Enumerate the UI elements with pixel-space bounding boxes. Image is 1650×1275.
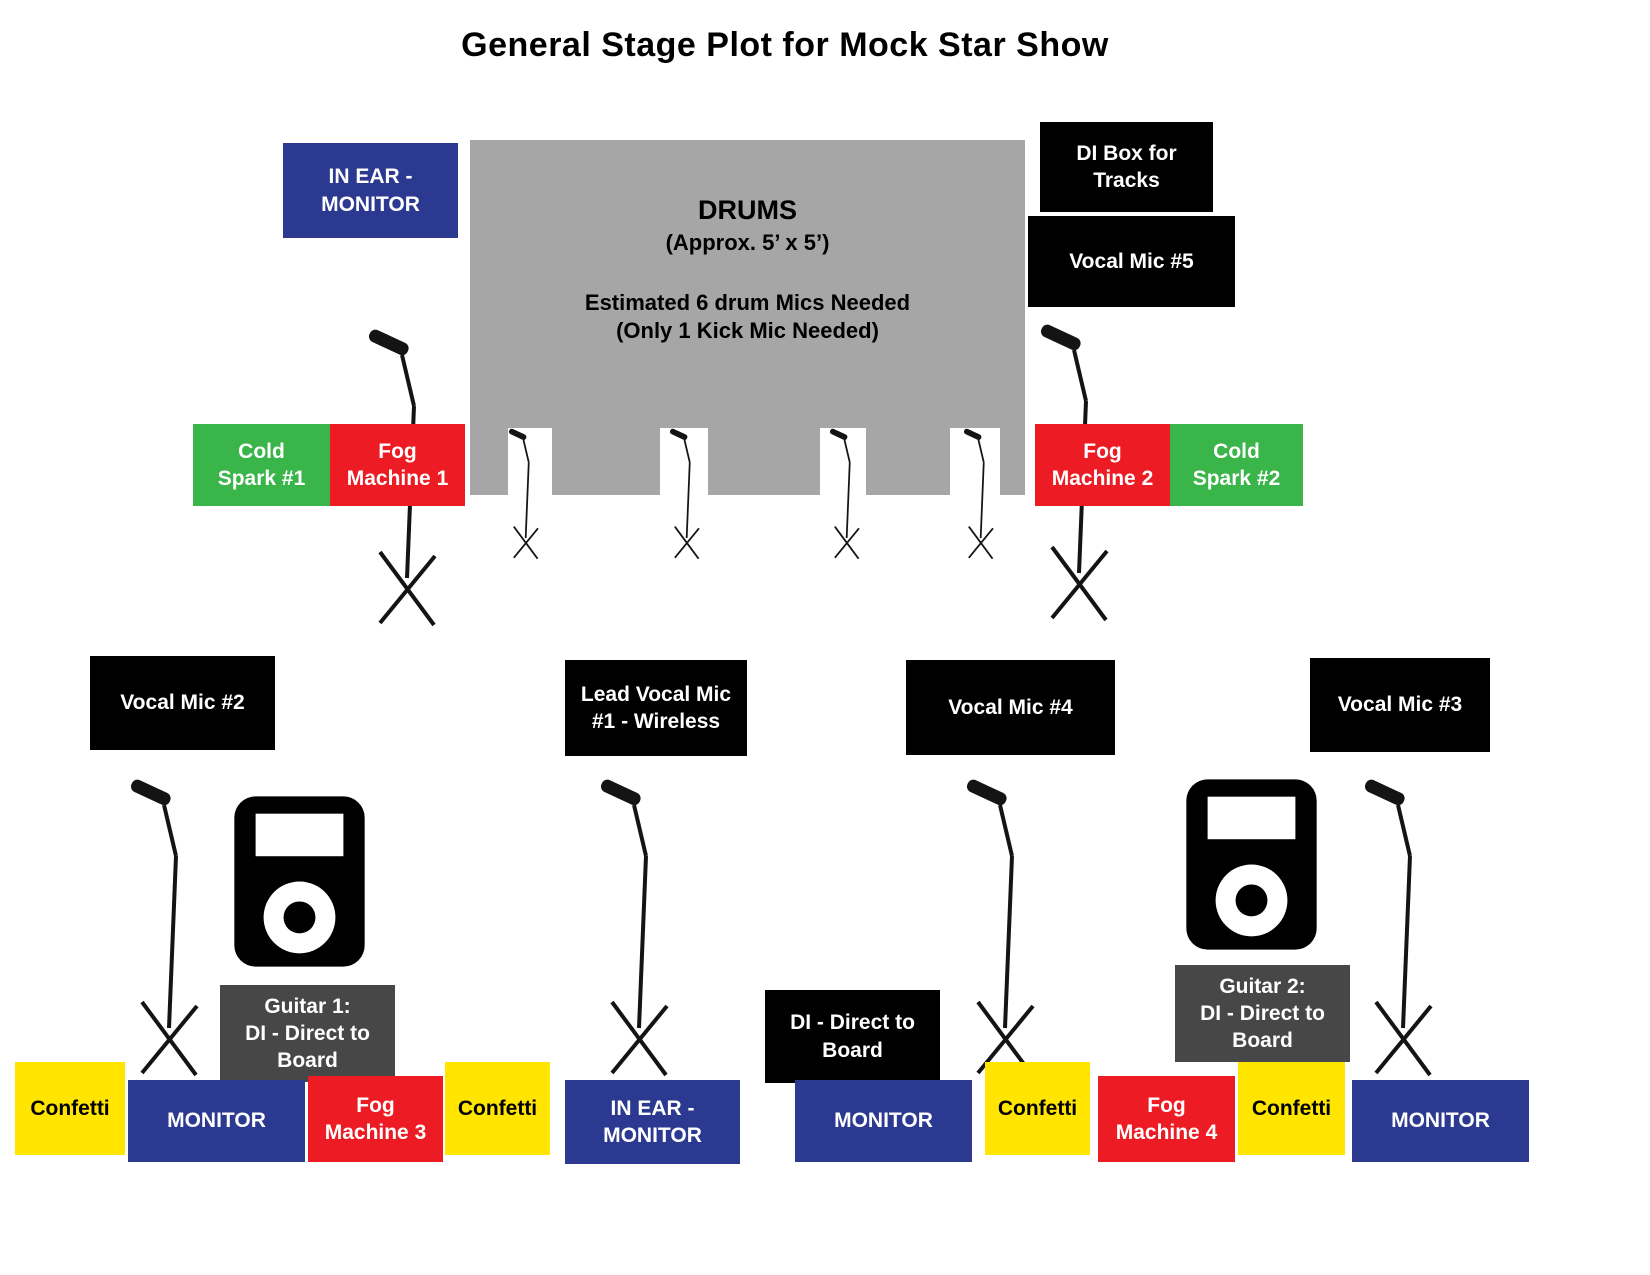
di-direct-to-board-box: DI - Direct to Board [765,990,940,1083]
fog-machine-3-box: Fog Machine 3 [308,1076,443,1162]
drums-note-2: (Only 1 Kick Mic Needed) [616,318,879,343]
drum-mic-notch [508,428,552,495]
cold-spark-1-box: Cold Spark #1 [193,424,330,506]
confetti-box-2: Confetti [445,1062,550,1155]
vocal-mic-3-box: Vocal Mic #3 [1310,658,1490,752]
lead-vocal-mic-1-box: Lead Vocal Mic #1 - Wireless [565,660,747,756]
mic-stand-icon [963,778,1035,1077]
mic-stand-icon [1361,778,1433,1077]
monitor-box-2: MONITOR [795,1080,972,1162]
confetti-box-1: Confetti [15,1062,125,1155]
monitor-box-3: MONITOR [1352,1080,1529,1162]
drums-size: (Approx. 5’ x 5’) [665,230,830,255]
drum-mic-stand-icon [507,428,539,560]
di-box-for-tracks-box: DI Box for Tracks [1040,122,1213,212]
fog-machine-1-box: Fog Machine 1 [330,424,465,506]
ipod-icon [234,796,365,967]
monitor-box-1: MONITOR [128,1080,305,1162]
confetti-box-4: Confetti [1238,1062,1345,1155]
guitar-1-di-box: Guitar 1: DI - Direct to Board [220,985,395,1082]
in-ear-monitor-top-box: IN EAR - MONITOR [283,143,458,238]
drum-mic-stand-icon [828,428,860,560]
drum-mic-notch [950,428,1000,495]
cold-spark-2-box: Cold Spark #2 [1170,424,1303,506]
guitar-2-di-box: Guitar 2: DI - Direct to Board [1175,965,1350,1062]
ipod-icon [1186,779,1317,950]
drums-area: DRUMS (Approx. 5’ x 5’) Estimated 6 drum… [470,140,1025,495]
fog-machine-4-box: Fog Machine 4 [1098,1076,1235,1162]
drums-note-1: Estimated 6 drum Mics Needed [584,290,911,315]
page-title: General Stage Plot for Mock Star Show [461,26,1109,64]
drum-mic-stand-icon [962,428,994,560]
confetti-box-3: Confetti [985,1062,1090,1155]
mic-stand-icon [597,778,669,1077]
vocal-mic-5-box: Vocal Mic #5 [1028,216,1235,307]
mic-stand-icon [127,778,199,1077]
vocal-mic-2-box: Vocal Mic #2 [90,656,275,750]
vocal-mic-4-box: Vocal Mic #4 [906,660,1115,755]
drum-mic-stand-icon [668,428,700,560]
fog-machine-2-box: Fog Machine 2 [1035,424,1170,506]
in-ear-monitor-bottom-box: IN EAR - MONITOR [565,1080,740,1164]
drums-title: DRUMS [698,195,797,225]
